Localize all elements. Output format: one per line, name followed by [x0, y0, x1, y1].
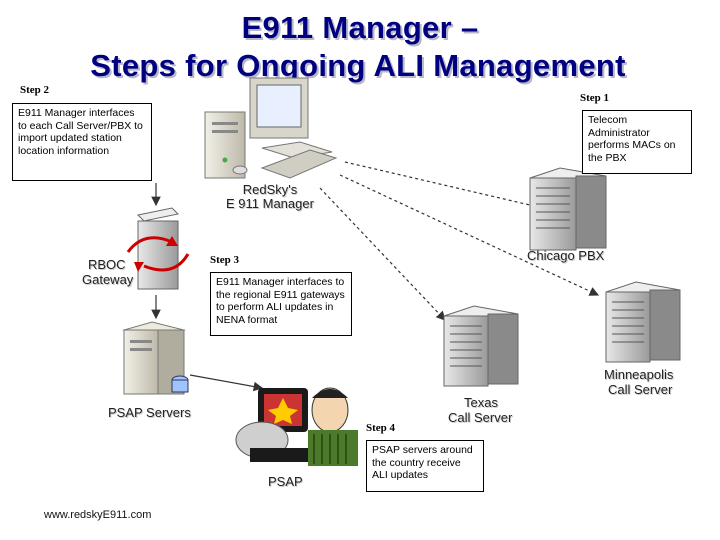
psap-label: PSAP	[268, 474, 303, 489]
page-title-line1: E911 Manager –	[241, 10, 479, 45]
psap-servers-icon	[122, 321, 189, 395]
rboc-label-line2: Gateway	[82, 272, 134, 287]
manager-label-line2: E 911 Manager	[226, 196, 314, 211]
step3-label: Step 3	[210, 254, 240, 266]
manager-workstation-icon	[204, 77, 338, 179]
psap-operator-icon	[235, 387, 358, 466]
rboc-gateway-icon	[126, 207, 190, 290]
minneapolis-label-line1: Minneapolis	[604, 367, 674, 382]
step2-label: Step 2	[20, 84, 50, 96]
page-title-line2: Steps for Ongoing ALI Management	[90, 48, 626, 83]
footer-url: www.redskyE911.com	[44, 509, 152, 521]
texas-label-line1: Texas	[464, 395, 498, 410]
dashed-link-manager-chicago	[344, 161, 562, 215]
step2-description: E911 Manager interfaces to each Call Ser…	[12, 103, 152, 181]
texas-server-icon	[443, 305, 519, 387]
rboc-label-line1: RBOC	[88, 257, 126, 272]
minneapolis-label-line2: Call Server	[608, 382, 673, 397]
manager-label-line1: RedSky's	[242, 182, 298, 197]
step1-label: Step 1	[580, 92, 610, 104]
texas-label-line2: Call Server	[448, 410, 513, 425]
arrow-psap-servers-to-psap	[189, 374, 264, 392]
chicago-pbx-icon	[529, 167, 607, 251]
connector-lines	[151, 161, 600, 392]
chicago-label: Chicago PBX	[527, 248, 605, 263]
step1-description: Telecom Administrator performs MACs on t…	[582, 110, 692, 174]
minneapolis-server-icon	[605, 281, 681, 363]
step4-description: PSAP servers around the country receive …	[366, 440, 484, 492]
step4-label: Step 4	[366, 422, 396, 434]
dashed-link-manager-texas	[319, 187, 446, 321]
psap-servers-label: PSAP Servers	[108, 405, 191, 420]
step3-description: E911 Manager interfaces to the regional …	[210, 272, 352, 336]
